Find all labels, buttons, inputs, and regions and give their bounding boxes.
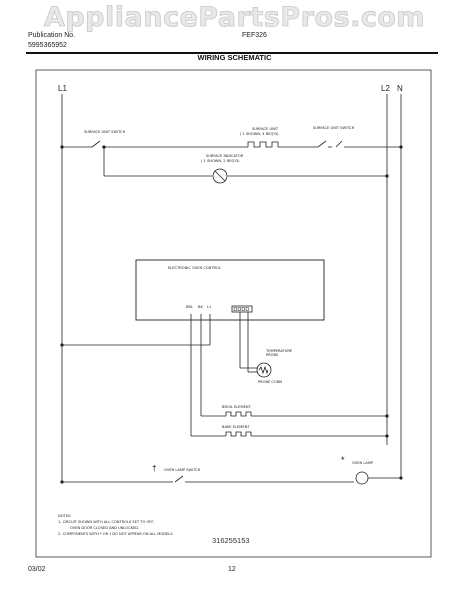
label-temp-probe: TEMPERATURE PROBE — [266, 349, 293, 358]
schematic-part-number: 316255153 — [212, 536, 250, 545]
schematic-title: WIRING SCHEMATIC — [197, 53, 272, 62]
label-eoc-l1: L1 — [207, 305, 212, 309]
rail-label-n: N — [397, 84, 403, 93]
surface-indicator-lamp — [212, 168, 228, 184]
publication-number: 5995365952 — [28, 42, 67, 49]
label-eoc-bk: BK — [198, 305, 203, 309]
label-eoc-brl: BRL — [186, 305, 193, 309]
oven-lamp-switch-contact — [174, 475, 184, 483]
label-oven-lamp: OVEN LAMP — [352, 461, 374, 465]
label-surface-unit-switch-left: SURFACE UNIT SWITCH — [84, 130, 126, 134]
surface-switch-contact — [91, 140, 101, 148]
eoc-terminal-block — [231, 305, 253, 313]
watermark: AppliancePartsPros.com — [43, 2, 426, 34]
bake-element — [225, 431, 252, 437]
label-surface-indicator: SURFACE INDICATOR — [206, 154, 244, 158]
notes-heading: NOTES: — [58, 514, 72, 518]
surface-unit-element — [247, 141, 279, 148]
note-1b: OVEN DOOR CLOSED AND UNLOCKED. — [70, 526, 140, 530]
dagger-mark: † — [152, 464, 157, 473]
label-probe-conn: PROBE CONN — [258, 380, 283, 384]
footer-date: 03/02 — [28, 566, 46, 573]
label-eoc: ELECTRONIC OVEN CONTROL — [168, 266, 221, 270]
asterisk-mark: * — [341, 455, 345, 465]
publication-label: Publication No. — [28, 32, 76, 39]
surface-switch-right-contact — [317, 140, 327, 148]
model-number: FEF326 — [242, 32, 267, 39]
label-surface-unit: SURFACE UNIT — [252, 127, 279, 131]
label-bake-element: BAKE ELEMENT — [222, 425, 250, 429]
label-broil-element: BROIL ELEMENT — [222, 405, 251, 409]
label-surface-unit-sub: ( 1 SHOWN, 4 REQ'D) — [240, 132, 279, 136]
broil-element — [225, 411, 252, 417]
label-oven-lamp-switch: OVEN LAMP SWITCH — [164, 468, 201, 472]
footer-page-number: 12 — [228, 566, 236, 573]
eoc-box — [135, 259, 325, 321]
label-surface-indicator-sub: ( 1 SHOWN, 2 REQ'D) — [201, 159, 240, 163]
temp-probe-symbol — [256, 362, 272, 378]
header-rule — [26, 52, 438, 54]
rail-label-l1: L1 — [58, 84, 67, 93]
note-2: 2. COMPONENTS WITH * OR † DO NOT APPEAR … — [58, 532, 174, 536]
note-1: 1. CIRCUIT SHOWN WITH ALL CONTROLS SET T… — [58, 520, 155, 524]
schematic-frame — [35, 69, 432, 558]
label-surface-unit-switch-right: SURFACE UNIT SWITCH — [313, 126, 355, 130]
rail-label-l2: L2 — [381, 84, 390, 93]
oven-lamp-symbol — [355, 471, 369, 485]
